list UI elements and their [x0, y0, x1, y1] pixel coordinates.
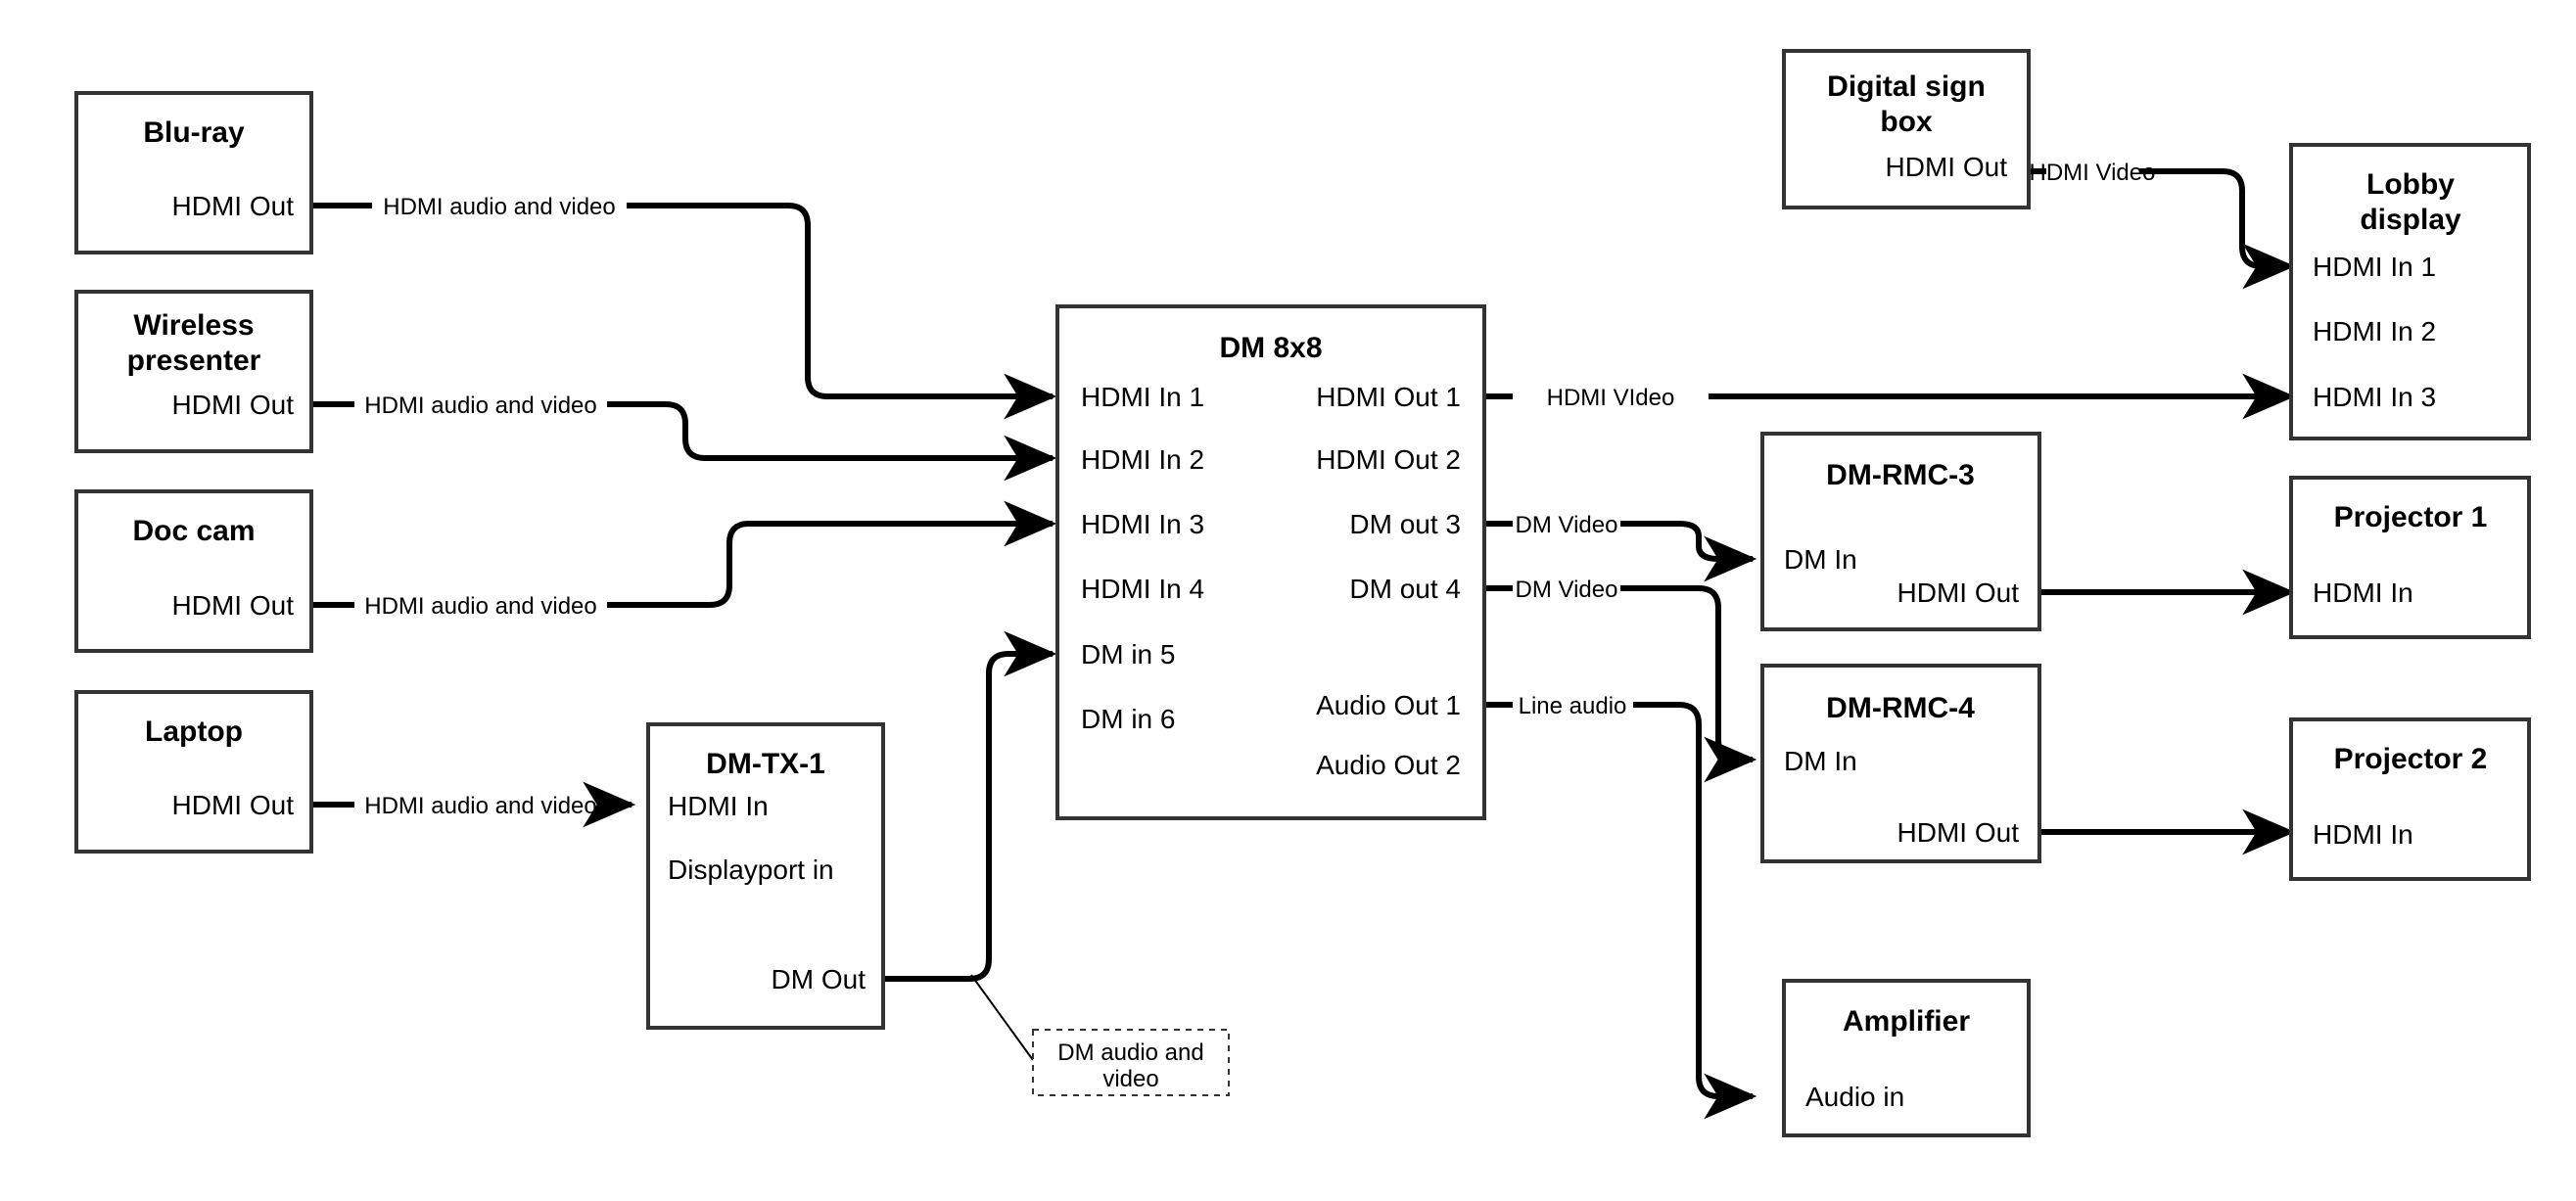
- digital-sign-box[interactable]: [1782, 49, 2031, 209]
- amplifier-port-audio-in: Audio in: [1805, 1082, 1904, 1112]
- amplifier-title: Amplifier: [1843, 1005, 1970, 1038]
- dm-rmc-3-title: DM-RMC-3: [1826, 459, 1975, 491]
- device-dm-rmc-3[interactable]: DM-RMC-3 DM In HDMI Out: [1760, 432, 2041, 631]
- bluray-box[interactable]: [74, 91, 313, 254]
- note-box: [1032, 1029, 1230, 1096]
- doc-cam-title: Doc cam: [132, 515, 255, 547]
- device-dm-rmc-4[interactable]: DM-RMC-4 DM In HDMI Out: [1760, 664, 2041, 863]
- device-projector-1[interactable]: Projector 1 HDMI In: [2289, 476, 2531, 639]
- edge-label-hdmi-out-1: HDMI VIdeo: [1547, 385, 1675, 411]
- wireless-presenter-title-line2: presenter: [127, 345, 261, 377]
- wire-audio-out-1-to-amplifier: [1484, 702, 1753, 1096]
- dm-8x8-input-hdmi-in-2: HDMI In 2: [1081, 444, 1204, 475]
- device-digital-sign-box[interactable]: Digital sign box HDMI Out: [1782, 49, 2031, 209]
- device-laptop[interactable]: Laptop HDMI Out: [74, 690, 313, 854]
- bluray-port-hdmi-out: HDMI Out: [172, 191, 295, 221]
- projector-1-box[interactable]: [2289, 476, 2531, 639]
- dm-8x8-output-audio-out-2: Audio Out 2: [1316, 750, 1461, 780]
- lobby-display-port-hdmi-in-2: HDMI In 2: [2313, 316, 2436, 346]
- edge-label-bluray: HDMI audio and video: [383, 194, 615, 220]
- edge-label-dm-out-3: DM Video: [1516, 512, 1618, 538]
- lobby-display-port-hdmi-in-1: HDMI In 1: [2313, 252, 2436, 282]
- dm-8x8-output-hdmi-out-2: HDMI Out 2: [1316, 444, 1461, 475]
- dm-8x8-title: DM 8x8: [1219, 332, 1322, 364]
- projector-1-port-hdmi-in: HDMI In: [2313, 577, 2413, 608]
- wire-bluray-to-hdmi-in-1: [311, 203, 1053, 396]
- note-line2: video: [1102, 1066, 1158, 1092]
- dm-8x8-input-hdmi-in-4: HDMI In 4: [1081, 574, 1204, 604]
- dm-tx-1-port-dm-out: DM Out: [772, 964, 866, 994]
- device-wireless-presenter[interactable]: Wireless presenter HDMI Out: [74, 290, 313, 453]
- dm-8x8-output-audio-out-1: Audio Out 1: [1316, 690, 1461, 720]
- projector-2-box[interactable]: [2289, 717, 2531, 881]
- amplifier-box[interactable]: [1782, 979, 2031, 1137]
- edge-label-sign-to-lobby: HDMI Video: [2030, 160, 2156, 186]
- edge-label-audio-out-1: Line audio: [1519, 693, 1627, 719]
- dm-rmc-4-port-dm-in: DM In: [1784, 746, 1857, 776]
- laptop-port-hdmi-out: HDMI Out: [172, 790, 295, 820]
- wireless-presenter-title-line1: Wireless: [133, 309, 254, 342]
- note-dm-audio-and-video: DM audio and video: [1032, 1029, 1230, 1096]
- device-projector-2[interactable]: Projector 2 HDMI In: [2289, 717, 2531, 881]
- laptop-title: Laptop: [145, 716, 243, 748]
- wireless-presenter-port-hdmi-out: HDMI Out: [172, 390, 295, 420]
- wire-doccam-to-hdmi-in-3: [311, 524, 1053, 608]
- dm-8x8-input-hdmi-in-3: HDMI In 3: [1081, 509, 1204, 539]
- dm-rmc-4-port-hdmi-out: HDMI Out: [1897, 817, 2020, 848]
- dm-rmc-4-box[interactable]: [1760, 664, 2041, 863]
- device-amplifier[interactable]: Amplifier Audio in: [1782, 979, 2031, 1137]
- dm-rmc-4-title: DM-RMC-4: [1826, 692, 1975, 724]
- dm-tx-1-port-displayport-in: Displayport in: [668, 855, 834, 885]
- device-doc-cam[interactable]: Doc cam HDMI Out: [74, 489, 313, 653]
- digital-sign-title-line2: box: [1880, 106, 1933, 138]
- projector-2-port-hdmi-in: HDMI In: [2313, 819, 2413, 850]
- device-lobby-display[interactable]: Lobby display HDMI In 1 HDMI In 2 HDMI I…: [2289, 143, 2531, 440]
- dm-tx-1-port-hdmi-in: HDMI In: [668, 791, 769, 821]
- laptop-box[interactable]: [74, 690, 313, 854]
- lobby-display-title-line1: Lobby: [2366, 168, 2455, 201]
- dm-rmc-3-port-hdmi-out: HDMI Out: [1897, 577, 2020, 608]
- device-dm-tx-1[interactable]: DM-TX-1 HDMI In Displayport in DM Out: [646, 722, 885, 1030]
- doc-cam-box[interactable]: [74, 489, 313, 653]
- dm-tx-1-title: DM-TX-1: [706, 748, 825, 780]
- lobby-display-box[interactable]: [2289, 143, 2531, 440]
- edge-label-laptop: HDMI audio and video: [364, 793, 596, 819]
- digital-sign-port-hdmi-out: HDMI Out: [1886, 152, 2008, 182]
- edge-label-wireless: HDMI audio and video: [364, 393, 596, 419]
- dm-8x8-input-dm-in-5: DM in 5: [1081, 639, 1175, 670]
- dm-8x8-input-dm-in-6: DM in 6: [1081, 704, 1175, 734]
- wire-dm-out-3-to-rmc3: [1484, 524, 1753, 559]
- dm-tx-1-box[interactable]: [646, 722, 885, 1030]
- lobby-display-port-hdmi-in-3: HDMI In 3: [2313, 382, 2436, 412]
- dm-8x8-output-dm-out-4: DM out 4: [1349, 574, 1461, 604]
- edge-label-layer: HDMI audio and video HDMI audio and vide…: [364, 160, 2155, 819]
- wire-dm-out-4-to-rmc4: [1484, 585, 1753, 760]
- dm-8x8-output-dm-out-3: DM out 3: [1349, 509, 1461, 539]
- edge-label-doccam: HDMI audio and video: [364, 593, 596, 620]
- dm-8x8-box[interactable]: [1055, 304, 1486, 820]
- bluray-title: Blu-ray: [143, 116, 245, 149]
- digital-sign-title-line1: Digital sign: [1827, 70, 1986, 103]
- note-leader-line: [970, 974, 1034, 1061]
- projector-1-title: Projector 1: [2334, 501, 2488, 533]
- doc-cam-port-hdmi-out: HDMI Out: [172, 590, 295, 621]
- dm-rmc-3-port-dm-in: DM In: [1784, 544, 1857, 575]
- dm-rmc-3-box[interactable]: [1760, 432, 2041, 631]
- dm-8x8-output-hdmi-out-1: HDMI Out 1: [1316, 382, 1461, 412]
- wire-wireless-to-hdmi-in-2: [311, 401, 1053, 458]
- dm-8x8-input-hdmi-in-1: HDMI In 1: [1081, 382, 1204, 412]
- edge-label-dm-out-4: DM Video: [1516, 577, 1618, 603]
- projector-2-title: Projector 2: [2334, 743, 2488, 775]
- note-line1: DM audio and: [1057, 1039, 1203, 1066]
- lobby-display-title-line2: display: [2360, 204, 2461, 236]
- device-dm-8x8[interactable]: DM 8x8 HDMI In 1 HDMI In 2 HDMI In 3 HDM…: [1055, 304, 1486, 820]
- device-bluray[interactable]: Blu-ray HDMI Out: [74, 91, 313, 254]
- wire-dmtx1-to-dm-in-5: [883, 630, 1057, 982]
- wireless-presenter-box[interactable]: [74, 290, 313, 453]
